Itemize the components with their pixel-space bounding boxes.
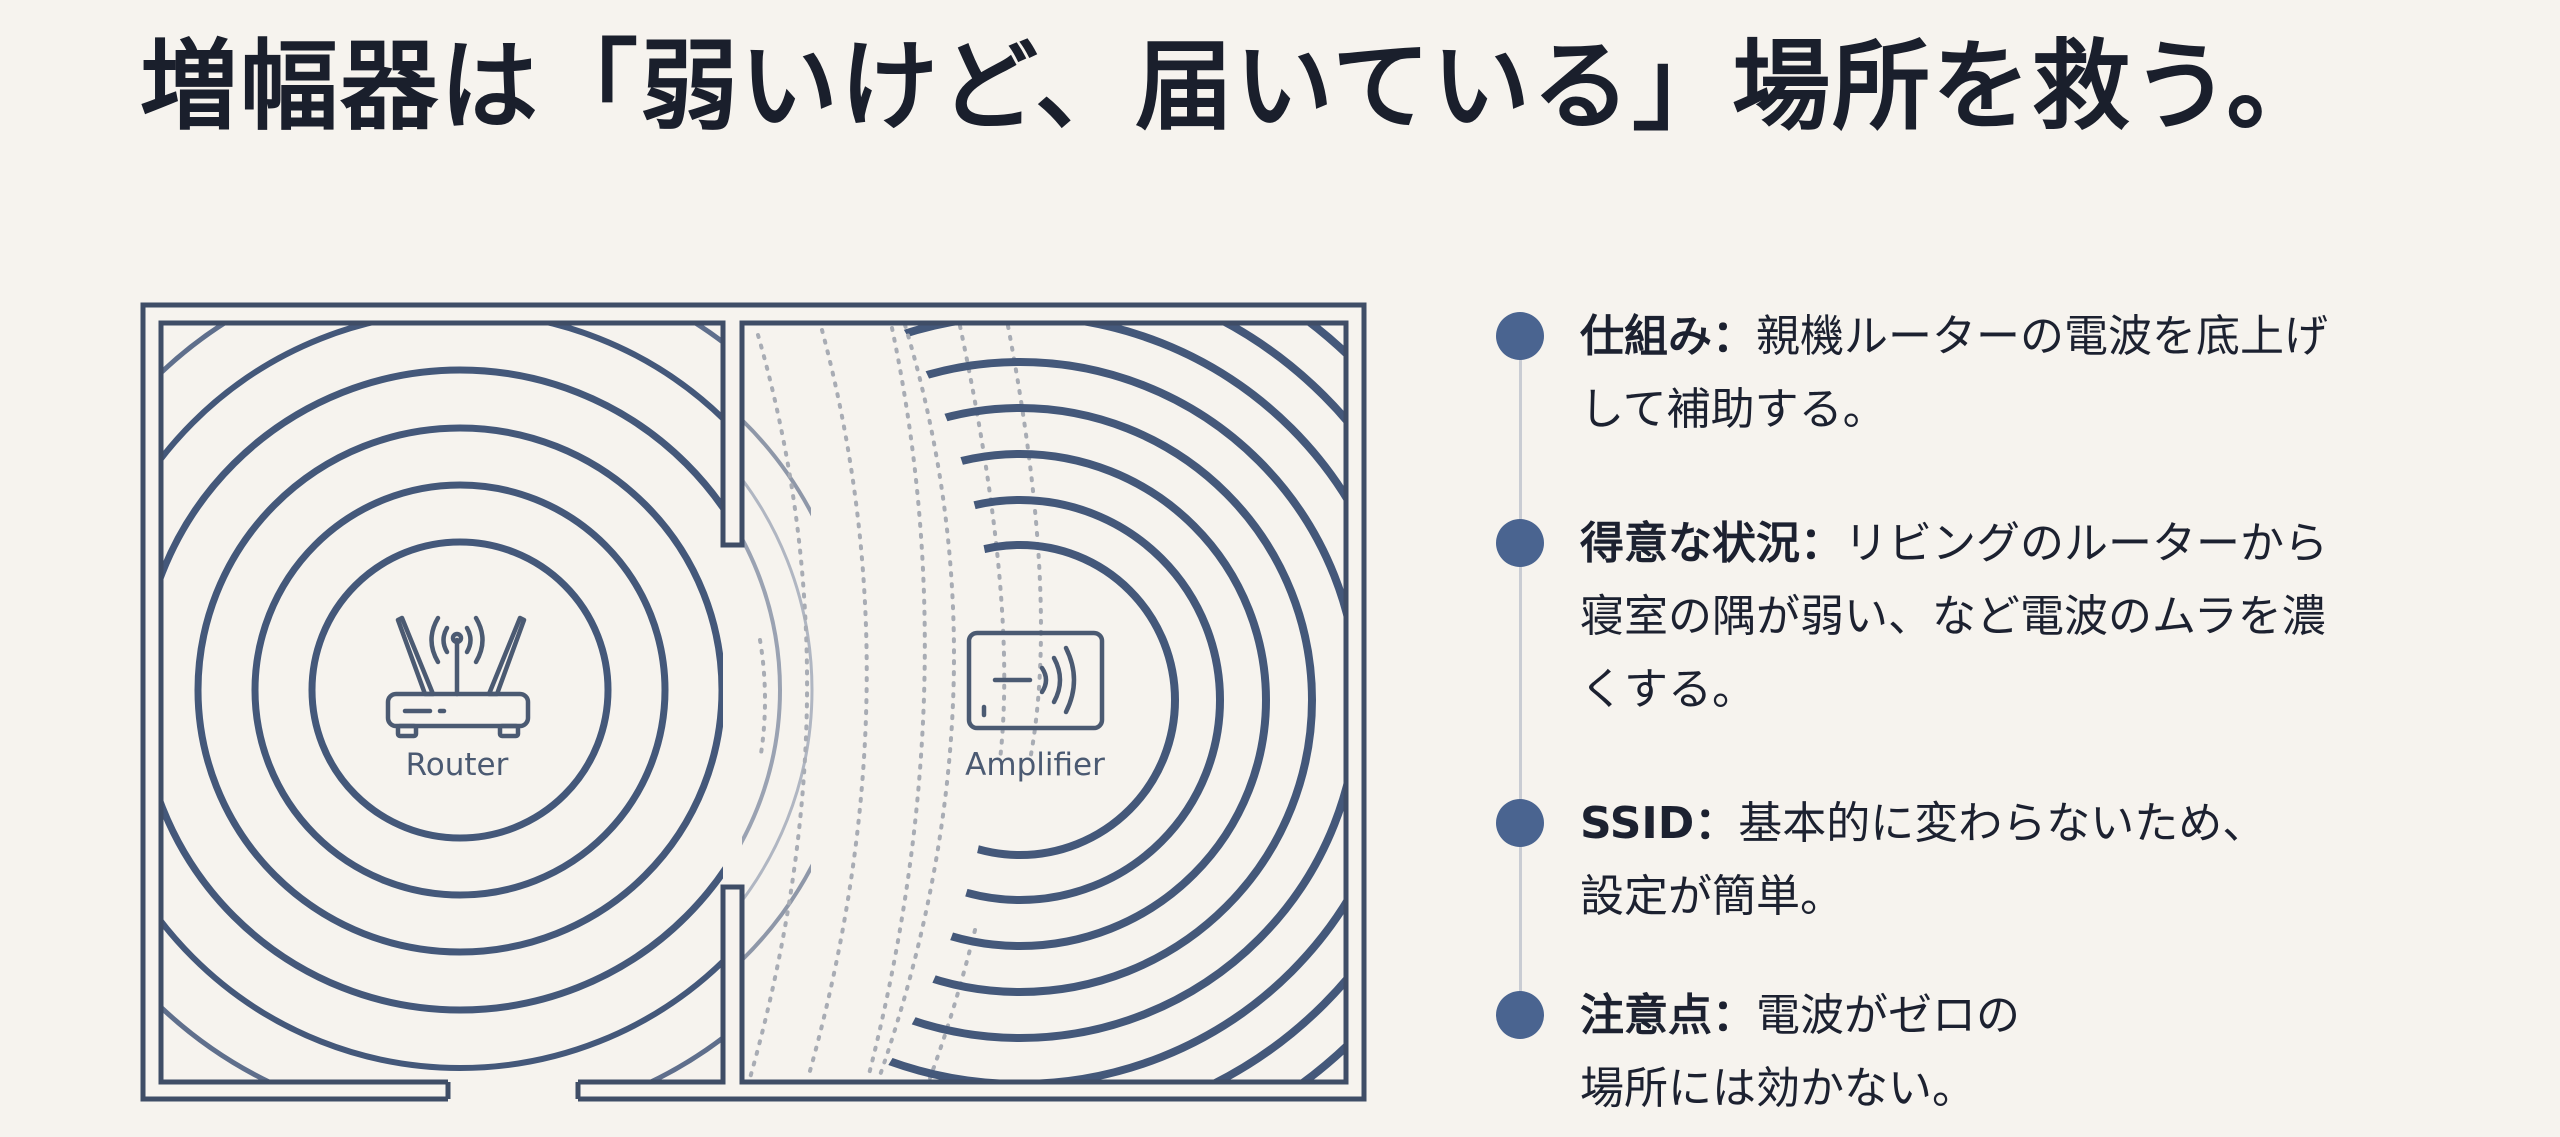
- amplifier-label: Amplifier: [965, 747, 1105, 783]
- page-title: 増幅器は「弱いけど、届いている」場所を救う。: [140, 30, 2327, 144]
- bullet-dot: [1496, 991, 1544, 1039]
- point-label: 注意点：: [1580, 990, 1756, 1041]
- amplifier-waves: [878, 323, 1346, 1081]
- weak-signal-arcs: [748, 324, 1043, 1080]
- amplifier-icon: [966, 630, 1105, 731]
- point-text: 得意な状況：リビングのルーターから 寝室の隅が弱い、など電波のムラを濃 くする。: [1580, 518, 2328, 715]
- timeline-line: [1519, 340, 1522, 1010]
- point-text: 注意点：電波がゼロの 場所には効かない。: [1580, 990, 2020, 1114]
- point-text: SSID：基本的に変わらないため、 設定が簡単。: [1580, 798, 2267, 922]
- router-waves: [161, 323, 723, 1081]
- point-text: 仕組み：親機ルーターの電波を底上げ して補助する。: [1580, 311, 2328, 435]
- point-label: 仕組み：: [1580, 311, 1756, 362]
- walls: [140, 302, 1367, 1102]
- floor-plan-diagram: Router Amplifier: [140, 302, 1367, 1102]
- bullet-dot: [1496, 312, 1544, 360]
- router-icon: [385, 615, 531, 739]
- point-label: 得意な状況：: [1580, 518, 1844, 569]
- bullet-dot: [1496, 519, 1544, 567]
- bullet-dot: [1496, 799, 1544, 847]
- point-label: SSID：: [1580, 798, 1739, 849]
- router-label: Router: [406, 747, 509, 783]
